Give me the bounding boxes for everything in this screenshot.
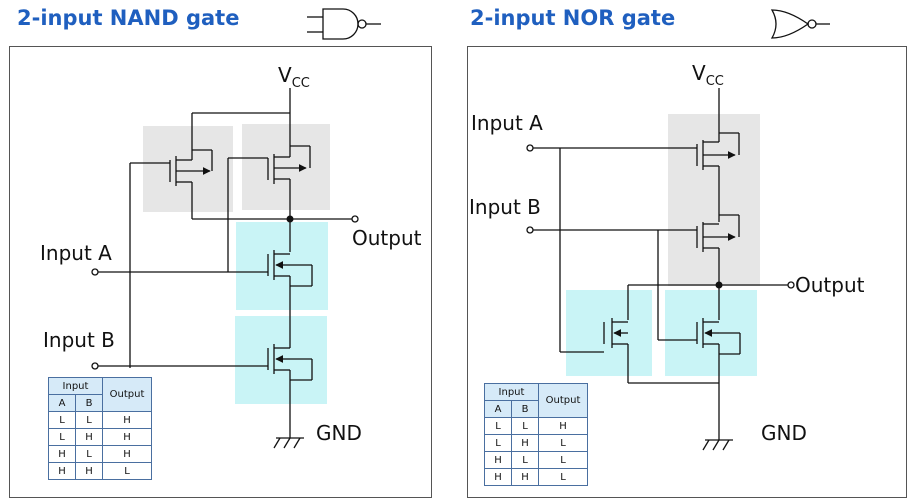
table-cell: H — [102, 445, 152, 463]
nand-title: 2-input NAND gate — [17, 6, 240, 30]
nand-gate-icon — [307, 8, 381, 40]
nor-title: 2-input NOR gate — [470, 6, 676, 30]
nor-output-label: Output — [795, 273, 865, 297]
table-cell: H — [484, 468, 512, 486]
truth-table-col-a: A — [484, 400, 512, 418]
nand-vcc-label: VCC — [278, 63, 310, 91]
truth-table-col-b: B — [511, 400, 539, 418]
truth-table-col-b: B — [75, 394, 103, 412]
table-cell: H — [48, 445, 76, 463]
nor-gate-icon — [770, 9, 830, 39]
nor-vcc-label: VCC — [692, 61, 724, 89]
table-cell: H — [102, 411, 152, 429]
table-cell: L — [484, 434, 512, 452]
nor-gnd-label: GND — [761, 421, 807, 445]
truth-table-output-header: Output — [102, 377, 152, 412]
truth-table-output-header: Output — [538, 383, 588, 418]
table-cell: H — [484, 451, 512, 469]
nand-nmos-region-a — [236, 222, 328, 310]
truth-table-col-a: A — [48, 394, 76, 412]
table-cell: L — [538, 451, 588, 469]
nand-output-label: Output — [352, 226, 422, 250]
table-cell: L — [48, 428, 76, 446]
table-cell: L — [511, 417, 539, 435]
nand-input-b-label: Input B — [43, 328, 115, 352]
nor-input-a-label: Input A — [471, 111, 543, 135]
nor-pmos-region-a — [668, 114, 760, 194]
table-cell: L — [48, 411, 76, 429]
nand-circuit — [91, 88, 359, 449]
table-cell: H — [75, 462, 103, 480]
nand-pmos-region-b — [242, 124, 330, 210]
table-cell: L — [75, 445, 103, 463]
table-cell: H — [102, 428, 152, 446]
table-cell: L — [484, 417, 512, 435]
table-cell: L — [538, 434, 588, 452]
table-cell: L — [511, 451, 539, 469]
nand-gnd-label: GND — [316, 421, 362, 445]
table-cell: L — [75, 411, 103, 429]
table-cell: L — [102, 462, 152, 480]
nor-circuit — [526, 88, 795, 451]
truth-table-input-header: Input — [48, 377, 103, 395]
nor-nmos-region-a — [566, 290, 652, 376]
table-cell: H — [511, 434, 539, 452]
table-cell: H — [75, 428, 103, 446]
nand-pmos-region-a — [143, 126, 233, 212]
table-cell: L — [538, 468, 588, 486]
nand-input-a-label: Input A — [40, 241, 112, 265]
table-cell: H — [48, 462, 76, 480]
table-cell: H — [538, 417, 588, 435]
table-cell: H — [511, 468, 539, 486]
nand-nmos-region-b — [235, 316, 327, 404]
nor-input-b-label: Input B — [469, 195, 541, 219]
truth-table-input-header: Input — [484, 383, 539, 401]
nor-pmos-region-b — [668, 194, 760, 286]
